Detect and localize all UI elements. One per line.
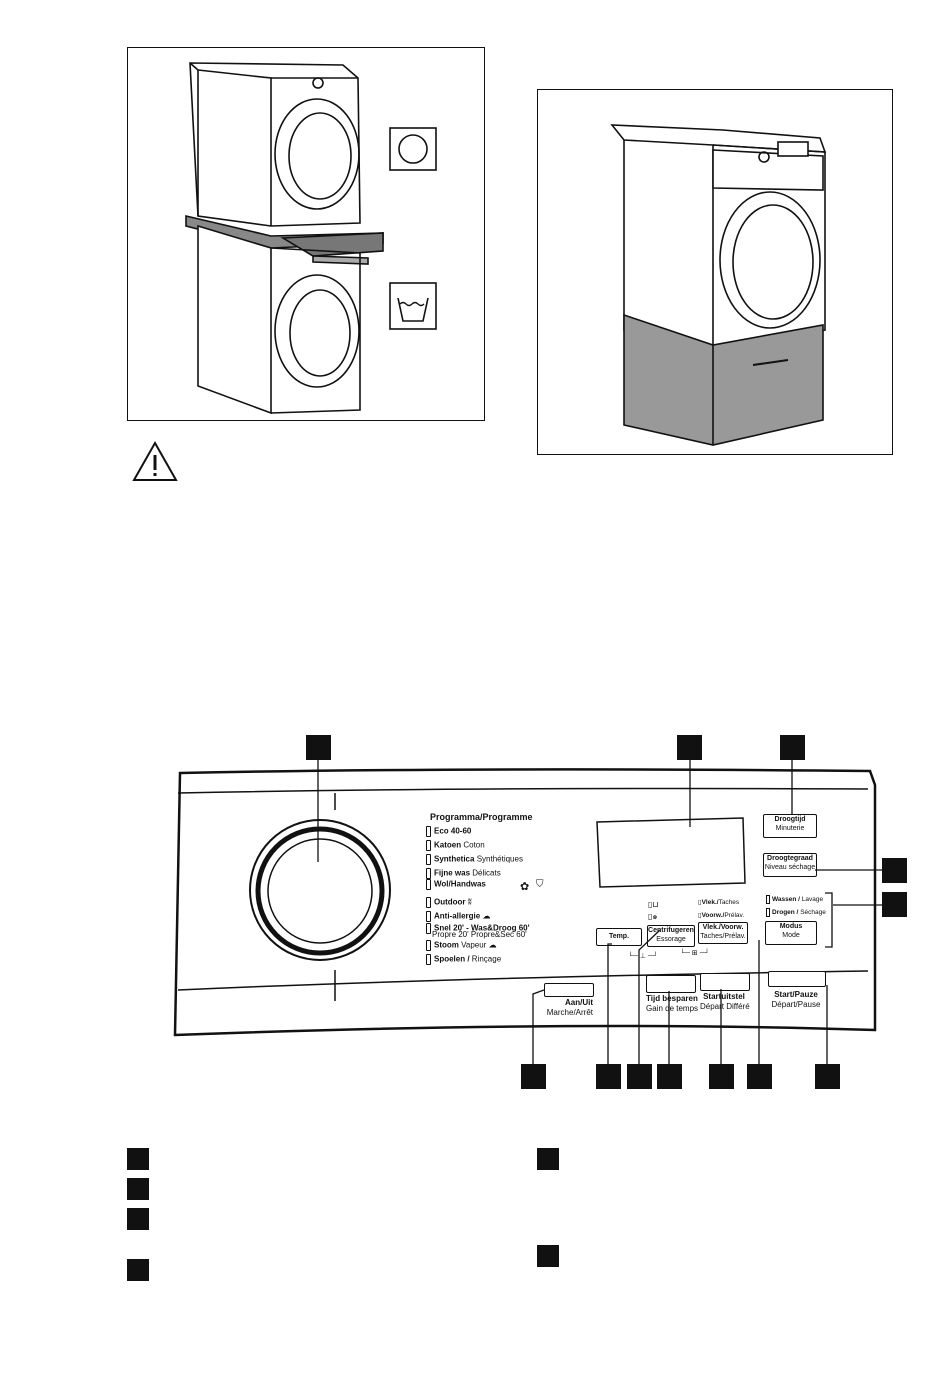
program-item: Snel 20' - Was&Droog 60' xyxy=(426,923,530,934)
callout-marker xyxy=(882,858,907,883)
callout-marker xyxy=(521,1064,546,1089)
callout-marker xyxy=(657,1064,682,1089)
legend-marker xyxy=(127,1148,149,1170)
legend-marker xyxy=(537,1245,559,1267)
program-item: Anti-allergie ☁ xyxy=(426,911,490,922)
callout-marker xyxy=(677,735,702,760)
voorw-indicator: ▯Voorw./Prélav. xyxy=(698,912,745,919)
program-item: Katoen Coton xyxy=(426,840,485,851)
legend-marker xyxy=(127,1178,149,1200)
child-lock-bracket: └─ ⊥ ─┘ xyxy=(628,953,658,960)
pedestal-appliance-illustration xyxy=(610,124,827,446)
pedestal-illustration-frame xyxy=(537,89,893,455)
rinse-hold-icon: ๑ xyxy=(652,912,658,921)
program-item-fr: Propre 20' Propre&Sec 60' xyxy=(432,930,527,939)
callout-marker xyxy=(815,1064,840,1089)
no-spin-icon: ⊔ xyxy=(652,900,659,909)
program-item: Stoom Vapeur ☁ xyxy=(426,940,497,951)
aan-uit-button[interactable] xyxy=(544,983,594,997)
program-item: Eco 40-60 xyxy=(426,826,471,837)
legend-marker xyxy=(537,1148,559,1170)
programs-header: Programma/Programme xyxy=(430,812,533,822)
legend-marker xyxy=(127,1259,149,1281)
temp-button[interactable]: Temp. xyxy=(596,928,642,946)
control-panel-outline xyxy=(173,768,877,1037)
steam-icon: ☁ xyxy=(482,911,491,921)
legend-marker xyxy=(127,1208,149,1230)
callout-marker xyxy=(882,892,907,917)
steam-icon: ☁ xyxy=(488,940,497,950)
callout-marker xyxy=(780,735,805,760)
program-item: Outdoor ʬ xyxy=(426,897,472,908)
callout-marker xyxy=(306,735,331,760)
callout-marker xyxy=(709,1064,734,1089)
no-spin-indicator: ▯⊔ xyxy=(648,900,659,909)
callout-marker xyxy=(627,1064,652,1089)
door-lock-icon: ⊞ xyxy=(691,950,698,957)
outdoor-icon: ʬ xyxy=(467,897,472,907)
rinse-hold-indicator: ▯๑ xyxy=(648,912,658,921)
callout-marker xyxy=(596,1064,621,1089)
program-item: Wol/Handwas xyxy=(426,879,486,890)
program-item: Fijne was Délicats xyxy=(426,868,501,879)
wassen-indicator: Wassen / Lavage xyxy=(766,895,823,905)
vlek-indicator: ▯Vlek./Taches xyxy=(698,899,740,906)
vlek-voorw-button[interactable]: Vlek./Voorw.Taches/Prélav. xyxy=(698,922,748,944)
program-item: Synthetica Synthétiques xyxy=(426,854,523,865)
tijd-besparen-button[interactable] xyxy=(646,975,696,993)
warning-icon xyxy=(132,440,178,481)
wool-icon: ✿ xyxy=(520,881,530,893)
door-lock-bracket: └─ ⊞ ─┘ xyxy=(680,950,710,957)
callout-marker xyxy=(747,1064,772,1089)
program-item: Spoelen / Rinçage xyxy=(426,954,501,965)
drogen-indicator: Drogen / Séchage xyxy=(766,908,826,918)
stacked-appliances-illustration xyxy=(185,62,437,415)
start-pauze-button[interactable] xyxy=(768,971,826,987)
startuitstel-button[interactable] xyxy=(700,973,750,991)
child-lock-icon: ⊥ xyxy=(639,953,646,960)
stacking-illustration-frame xyxy=(127,47,485,421)
handwash-icon: ⛉ xyxy=(536,879,544,890)
